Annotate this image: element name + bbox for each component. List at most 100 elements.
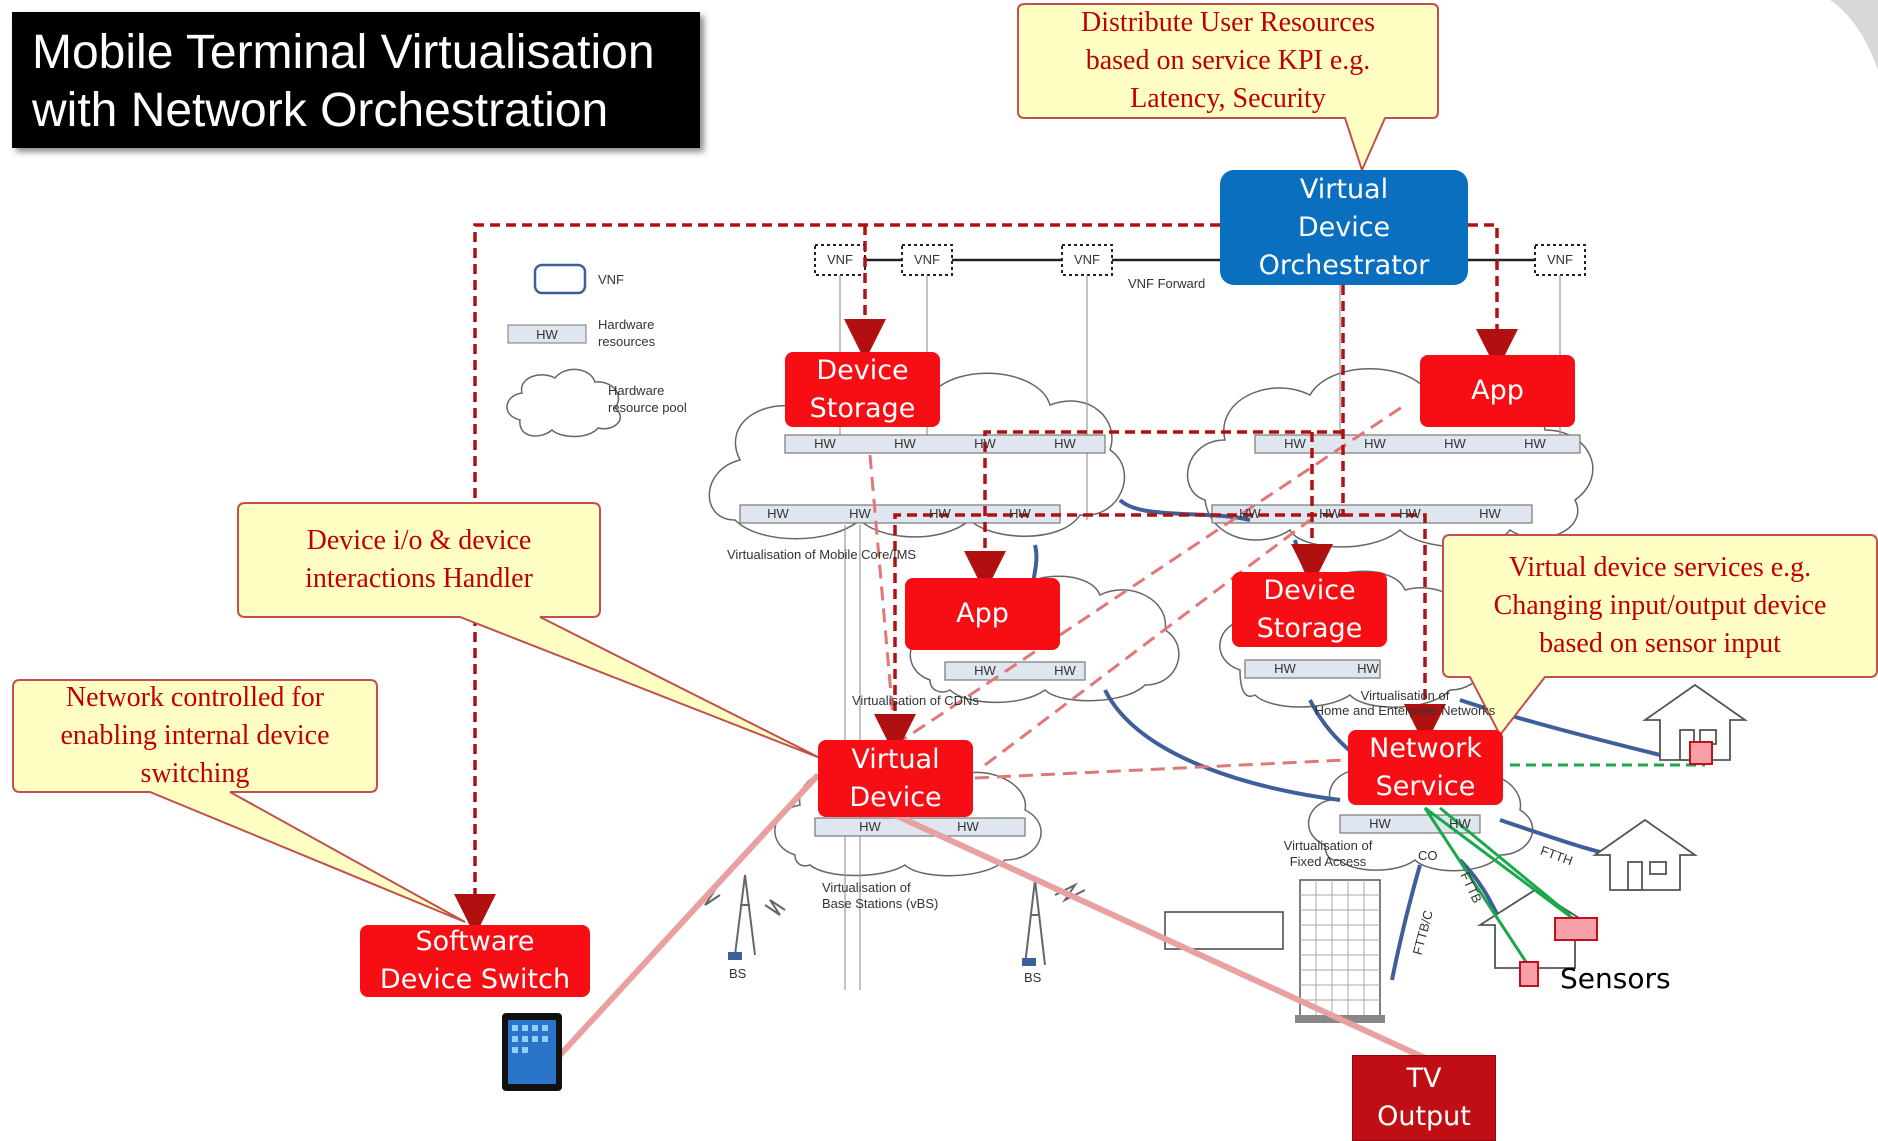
legend-hw-pool-line-2: resource pool	[608, 400, 687, 415]
bs-tower-left	[734, 874, 756, 956]
vnf-label-2: VNF	[914, 252, 940, 267]
device-storage-mid: Device Storage	[1232, 572, 1387, 647]
virt-home-line-2: Home and Enterprise Networks	[1314, 703, 1496, 718]
hw-label: HW	[1524, 436, 1546, 451]
hw-label: HW	[1319, 506, 1341, 521]
callout-network-controlled: Network controlled for enabling internal…	[13, 680, 377, 792]
callout-device-io-shape	[237, 502, 821, 759]
legend-hw-resources-line-2: resources	[598, 334, 656, 349]
virtual-device-line-2: Device	[849, 781, 942, 813]
hw-label: HW	[1054, 663, 1076, 678]
legend-cloud-icon	[506, 368, 621, 438]
legend-hw-icon	[507, 324, 587, 344]
legend-vnf-icon	[533, 263, 587, 295]
device-storage-top-line-2: Storage	[809, 392, 916, 424]
sensor-2	[1554, 917, 1598, 941]
sensor-1	[1689, 741, 1713, 765]
device-storage-top-line-1: Device	[816, 354, 909, 386]
hw-label: HW	[894, 436, 916, 451]
callout-virtual-services-line-2: Changing input/output device	[1493, 590, 1827, 621]
blank-rectangle	[1164, 911, 1284, 950]
callout-distribute-line-1: Distribute User Resources	[1081, 7, 1375, 38]
vnf-forward-label: VNF Forward	[1128, 276, 1206, 291]
app-mid-label: App	[956, 598, 1009, 629]
corner-shade	[1830, 0, 1878, 70]
vnf-label-1: VNF	[827, 252, 853, 267]
callout-distribute-line-2: based on service KPI e.g.	[1085, 45, 1371, 76]
legend-vnf-label: VNF	[598, 272, 624, 287]
sensors-label: Sensors	[1560, 962, 1671, 995]
callout-distribute-line-3: Latency, Security	[1130, 83, 1326, 114]
hw-label: HW	[1369, 816, 1391, 831]
legend-hw-resources-line-1: Hardware	[598, 317, 655, 332]
hw-label: HW	[957, 819, 979, 834]
vnf-label-4: VNF	[1547, 252, 1573, 267]
device-storage-top: Device Storage	[785, 352, 940, 427]
orchestrator-line-3: Orchestrator	[1258, 249, 1430, 281]
hw-label: HW	[1364, 436, 1386, 451]
callout-distribute-shape	[1017, 3, 1439, 173]
virt-bs-label: Virtualisation of Base Stations (vBS)	[822, 880, 938, 912]
callout-distribute: Distribute User Resources based on servi…	[1018, 4, 1438, 118]
tv-output-line-2: Output	[1377, 1101, 1471, 1132]
app-mid: App	[905, 578, 1060, 650]
virt-bs-line-1: Virtualisation of	[822, 880, 911, 895]
app-top: App	[1420, 355, 1575, 427]
hw-label: HW	[1009, 506, 1031, 521]
tv-output-line-1: TV	[1406, 1063, 1442, 1094]
sensor-3	[1519, 961, 1539, 987]
callout-network-controlled-shape	[12, 679, 466, 923]
hw-label: HW	[1479, 506, 1501, 521]
virt-bs-line-2: Base Stations (vBS)	[822, 896, 939, 911]
virt-fixed-label: Virtualisation of Fixed Access	[1268, 838, 1388, 870]
network-service-line-1: Network	[1369, 732, 1482, 764]
legend-hw-resources-label: Hardware resources	[598, 316, 655, 350]
pink-dashed-links	[868, 403, 1406, 780]
callout-virtual-services-line-1: Virtual device services e.g.	[1508, 552, 1812, 583]
vnf-label-3: VNF	[1074, 252, 1100, 267]
bs-label-left: BS	[729, 966, 747, 981]
software-device-switch: Software Device Switch	[360, 925, 590, 997]
virt-core-label: Virtualisation of Mobile Core/IMS	[727, 547, 917, 562]
hw-label: HW	[767, 506, 789, 521]
hw-label: HW	[974, 436, 996, 451]
orchestrator-line-1: Virtual	[1299, 173, 1389, 205]
co-label: CO	[1418, 848, 1438, 863]
sensor-squares	[1519, 741, 1713, 987]
device-storage-mid-line-2: Storage	[1256, 612, 1363, 644]
virtual-device-orchestrator: Virtual Device Orchestrator	[1220, 170, 1468, 285]
callout-network-controlled-line-3: switching	[140, 758, 250, 789]
software-switch-line-1: Software	[415, 926, 535, 957]
tv-output: TV Output	[1352, 1055, 1496, 1141]
tablet-icon	[502, 1013, 562, 1091]
callout-device-io: Device i/o & device interactions Handler	[238, 503, 600, 617]
virt-home-label: Virtualisation of Home and Enterprise Ne…	[1290, 688, 1520, 718]
virtual-device-line-1: Virtual	[851, 743, 940, 775]
hw-label: HW	[1284, 436, 1306, 451]
callout-device-io-line-2: interactions Handler	[305, 563, 533, 594]
pink-links	[557, 772, 1427, 1061]
hw-label: HW	[974, 663, 996, 678]
callout-virtual-services-line-3: based on sensor input	[1539, 628, 1781, 659]
title-banner: Mobile Terminal Virtualisation with Netw…	[12, 12, 700, 148]
hw-label: HW	[929, 506, 951, 521]
virt-fixed-line-1: Virtualisation of	[1283, 838, 1373, 853]
hw-label: HW	[859, 819, 881, 834]
legend-hw-text: HW	[536, 327, 558, 342]
title-line-2: with Network Orchestration	[32, 84, 609, 137]
title-line-1: Mobile Terminal Virtualisation	[32, 26, 655, 79]
virt-fixed-line-2: Fixed Access	[1289, 854, 1367, 869]
virt-cdn-label: Virtualisation of CDNs	[852, 693, 979, 708]
bs-label-right: BS	[1024, 970, 1042, 985]
orchestration-paths	[454, 223, 1518, 936]
callout-network-controlled-line-2: enabling internal device	[60, 720, 330, 751]
bs-tower-right	[1024, 879, 1046, 966]
hw-label: HW	[849, 506, 871, 521]
virt-home-line-1: Virtualisation of	[1360, 688, 1450, 703]
network-service-line-2: Service	[1375, 770, 1476, 802]
hw-label: HW	[1357, 661, 1379, 676]
hw-label: HW	[1239, 506, 1261, 521]
hw-label: HW	[1274, 661, 1296, 676]
callout-virtual-services-shape	[1442, 534, 1878, 737]
virtual-device: Virtual Device	[818, 740, 973, 817]
